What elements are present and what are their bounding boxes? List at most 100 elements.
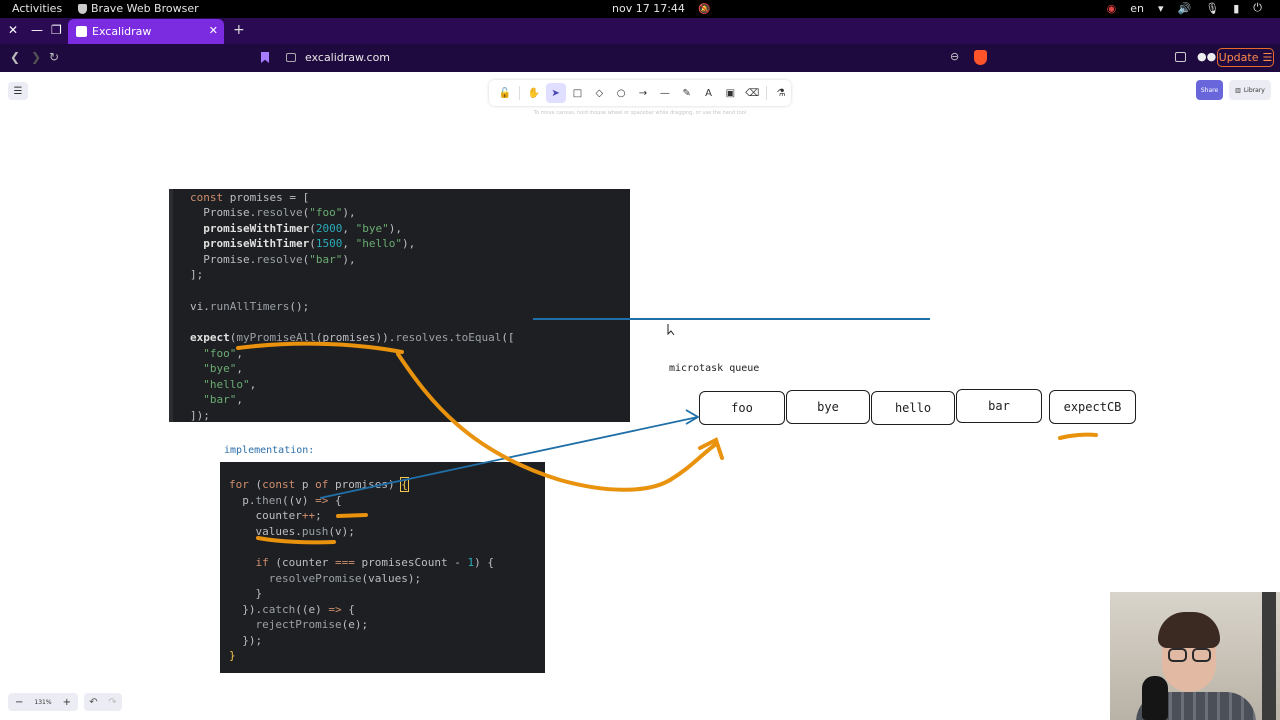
- text-icon[interactable]: A: [705, 87, 712, 99]
- code-line: });: [229, 634, 263, 647]
- close-tab-icon[interactable]: ✕: [208, 24, 218, 37]
- code-line: if (counter === promisesCount - 1) {: [255, 556, 494, 569]
- orange-underline-expectcb: [1058, 432, 1098, 440]
- reload-icon[interactable]: ↻: [49, 50, 60, 64]
- extra-tools-icon[interactable]: ⚗: [776, 87, 786, 99]
- zoom-controls: − 131% +: [8, 693, 78, 711]
- microphone: [1142, 676, 1168, 720]
- library-label: Library: [1243, 86, 1265, 94]
- code-line: rejectPromise(e);: [255, 618, 369, 631]
- brave-shield-icon: [78, 3, 87, 14]
- code-line: "bye",: [203, 362, 243, 375]
- queue-item-bye[interactable]: bye: [786, 390, 870, 424]
- volume-icon: 🔊: [1177, 1, 1192, 15]
- code-line: }: [229, 649, 236, 662]
- blue-arrowhead: [685, 409, 700, 425]
- sidebar-toggle-icon[interactable]: [1175, 52, 1186, 62]
- queue-item-hello[interactable]: hello: [871, 391, 955, 425]
- app-name: Brave Web Browser: [91, 2, 199, 15]
- glasses-right-lens: [1192, 648, 1211, 662]
- code-line: for (const p of promises) {: [229, 477, 409, 492]
- zoom-reset-button[interactable]: 131%: [34, 698, 52, 706]
- activities-button[interactable]: Activities: [12, 2, 63, 15]
- wallet-icon[interactable]: ●●: [1197, 50, 1217, 63]
- system-top-bar: Activities Brave Web Browser nov 17 17:4…: [0, 0, 1280, 18]
- code-line: p.then((v) => {: [229, 494, 342, 507]
- library-button[interactable]: ▥ Library: [1229, 80, 1271, 100]
- excalidraw-canvas[interactable]: ☰ 🔓 ✋ ➤ □ ◇ ○ → — ✎ A ▣ ⌫ ⚗ To move canv…: [0, 72, 1280, 720]
- hamburger-icon: ☰: [13, 85, 23, 97]
- app-menu[interactable]: Brave Web Browser: [78, 2, 199, 15]
- share-button[interactable]: Share: [1196, 80, 1223, 100]
- queue-item-expectcb[interactable]: expectCB: [1049, 390, 1136, 424]
- minimize-window-icon[interactable]: —: [31, 23, 43, 37]
- code-line: }).catch((e) => {: [229, 603, 355, 616]
- selection-icon[interactable]: ➤: [545, 83, 566, 103]
- power-menu-icon[interactable]: ⏻: [1253, 1, 1262, 14]
- queue-item-foo[interactable]: foo: [699, 391, 785, 425]
- code-screenshot-implementation[interactable]: for (const p of promises) { p.then((v) =…: [220, 462, 545, 673]
- glasses-left-lens: [1168, 648, 1187, 662]
- code-line: expect(myPromiseAll(promises)).resolves.…: [190, 331, 515, 344]
- orange-arrowhead: [698, 437, 724, 460]
- redo-icon[interactable]: ↷: [108, 696, 117, 708]
- clock[interactable]: nov 17 17:44 🔕: [612, 2, 711, 15]
- pencil-icon[interactable]: ✎: [682, 87, 691, 99]
- arrow-icon[interactable]: →: [638, 87, 648, 99]
- line-icon[interactable]: —: [659, 87, 670, 99]
- close-window-icon[interactable]: ✕: [8, 23, 19, 37]
- lock-icon[interactable]: 🔓: [498, 87, 512, 99]
- maximize-window-icon[interactable]: ❐: [51, 23, 62, 37]
- back-icon[interactable]: ❮: [10, 50, 21, 64]
- forward-icon[interactable]: ❯: [31, 50, 42, 64]
- code-line: "hello",: [203, 378, 257, 391]
- tab-title: Excalidraw: [92, 25, 152, 38]
- library-icon: ▥: [1235, 86, 1241, 94]
- update-button[interactable]: Update ☰: [1217, 48, 1274, 67]
- code-line: "foo",: [203, 347, 243, 360]
- door-frame: [1262, 592, 1276, 720]
- clock-text: nov 17 17:44: [612, 2, 685, 15]
- eraser-icon[interactable]: ⌫: [745, 87, 760, 99]
- code-line: promiseWithTimer(2000, "bye"),: [203, 222, 402, 235]
- undo-icon[interactable]: ↶: [89, 696, 98, 708]
- bookmark-icon[interactable]: [261, 52, 269, 63]
- ellipse-icon[interactable]: ○: [616, 87, 626, 99]
- language-indicator[interactable]: en: [1130, 1, 1145, 15]
- toolbar-divider: [766, 86, 768, 100]
- microtask-queue-label[interactable]: microtask queue: [669, 363, 760, 374]
- address-bar-url[interactable]: excalidraw.com: [305, 51, 391, 64]
- main-menu-button[interactable]: ☰: [8, 82, 28, 100]
- code-line: "bar",: [203, 393, 243, 406]
- code-line: vi.runAllTimers();: [190, 300, 310, 313]
- code-line: Promise.resolve("bar"),: [190, 253, 356, 266]
- toolbar-divider: [518, 86, 520, 100]
- browser-tab-strip: ✕ — ❐ Excalidraw ✕ +: [0, 18, 1280, 44]
- brave-shields-icon[interactable]: [974, 50, 987, 65]
- presenter-hair: [1158, 612, 1220, 648]
- diamond-icon[interactable]: ◇: [595, 87, 604, 99]
- code-screenshot-test[interactable]: const promises = [ Promise.resolve("foo"…: [169, 189, 630, 422]
- hamburger-menu-icon: ☰: [1262, 51, 1273, 64]
- code-line: ];: [190, 268, 204, 281]
- zoom-in-button[interactable]: +: [62, 696, 71, 708]
- code-line: promiseWithTimer(1500, "hello"),: [203, 237, 416, 250]
- new-tab-icon[interactable]: +: [233, 22, 245, 38]
- browser-navigation-bar: ❮ ❯ ↻ excalidraw.com ⊖ ●● Update ☰: [0, 44, 1280, 72]
- system-tray[interactable]: ◉ en ▾ 🔊 🎙 ▮ ⏻: [1107, 1, 1262, 15]
- image-icon[interactable]: ▣: [725, 87, 736, 99]
- implementation-label[interactable]: implementation:: [224, 445, 315, 456]
- code-line: resolvePromise(values);: [268, 572, 422, 585]
- rectangle-icon[interactable]: □: [572, 87, 583, 99]
- battery-icon: ▮: [1233, 1, 1240, 15]
- hand-icon[interactable]: ✋: [527, 87, 540, 99]
- zoom-out-button[interactable]: −: [15, 696, 24, 708]
- excalidraw-favicon-icon: [76, 26, 87, 37]
- undo-redo-controls: ↶ ↷: [84, 693, 122, 711]
- tab-excalidraw[interactable]: Excalidraw ✕: [68, 19, 224, 44]
- zoom-magnifier-icon[interactable]: ⊖: [950, 50, 960, 63]
- site-info-icon[interactable]: [286, 53, 296, 62]
- mouse-cursor-icon: [667, 324, 675, 336]
- queue-item-bar[interactable]: bar: [956, 389, 1042, 423]
- shape-toolbar: 🔓 ✋ ➤ □ ◇ ○ → — ✎ A ▣ ⌫ ⚗: [489, 80, 791, 106]
